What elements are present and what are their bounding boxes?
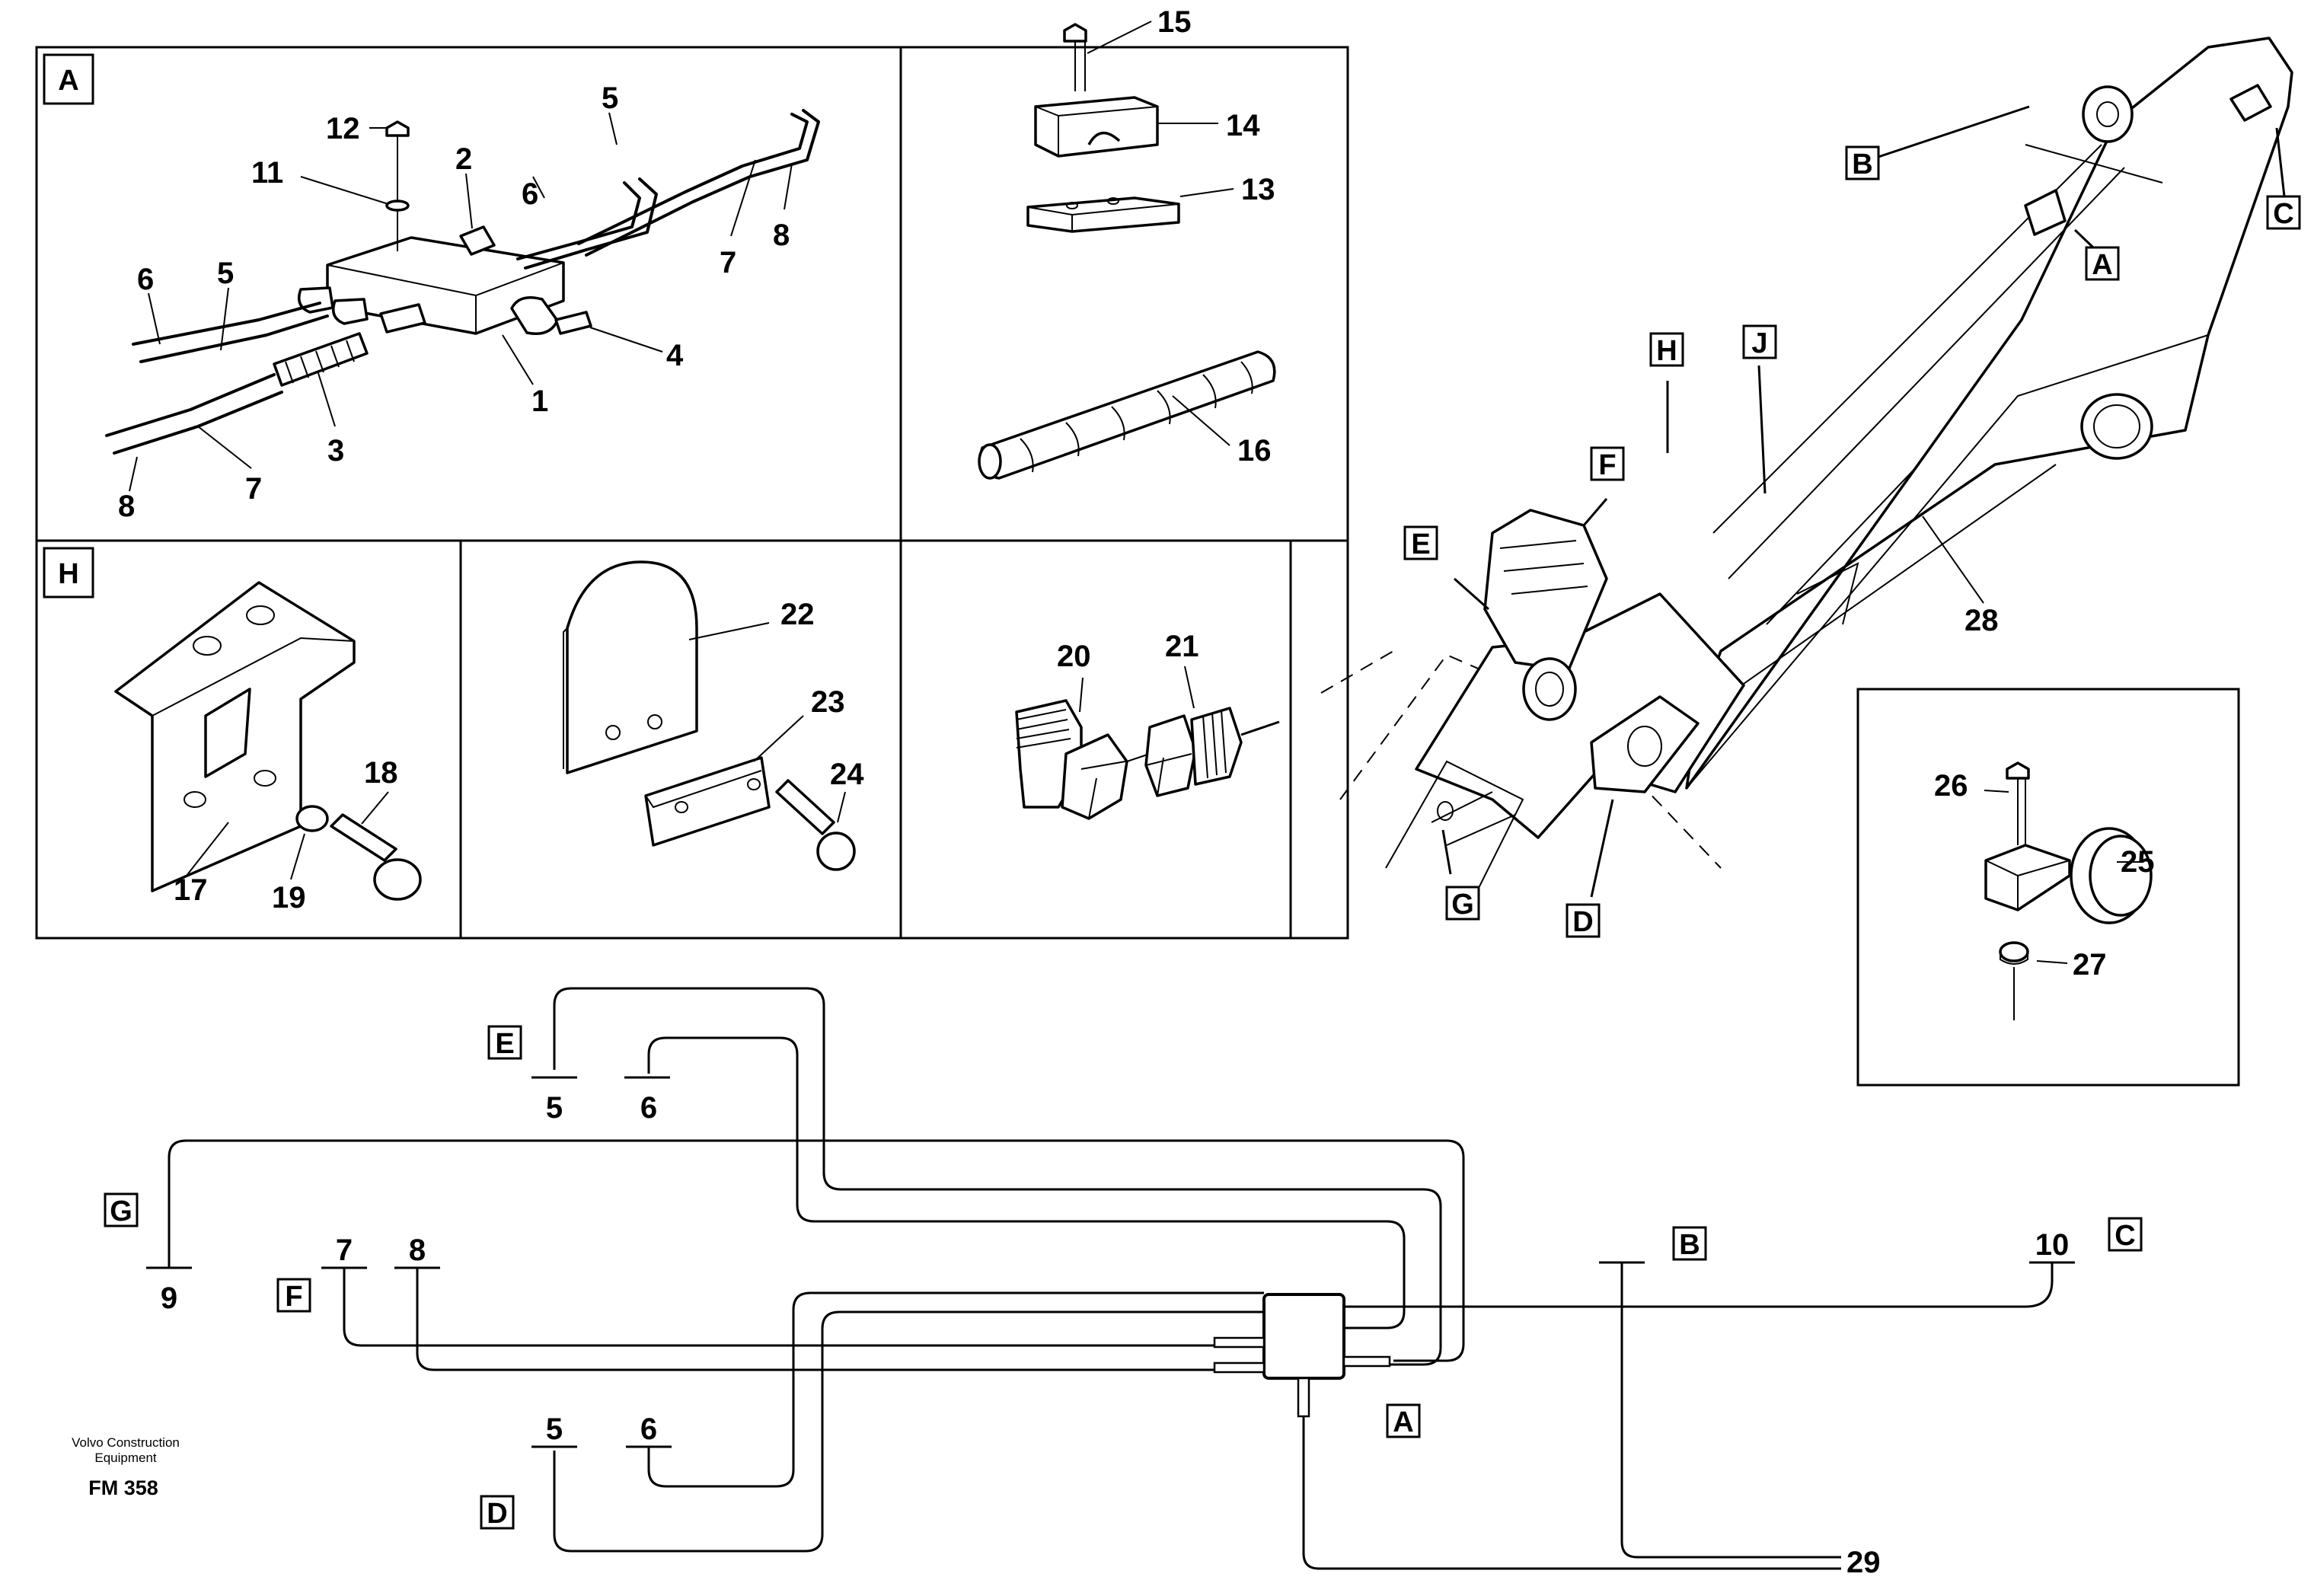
schematic-marker-d: D [487,1498,507,1530]
hose-label-29: 29 [1846,1546,1881,1579]
part-label-26: 26 [1934,769,1968,803]
panel-plate-leaders [688,622,846,823]
boom-marker-c: C [2273,198,2293,230]
panel-a-labels: 12 5 2 11 6 7 8 6 5 4 1 3 7 8 [118,81,790,523]
part-label-14: 14 [1226,109,1260,142]
schematic-marker-c: C [2115,1220,2135,1252]
panel-bracket-labels: 26 25 27 [1934,769,2155,982]
hose-schematic [146,987,2075,1570]
boom-marker-b: B [1852,148,1872,180]
panel-a-valve-block: A [43,53,820,455]
brand-line-2: Equipment [94,1451,157,1465]
panel-h-bracket: H [43,547,422,901]
part-label-21: 21 [1165,630,1199,663]
part-label-23: 23 [811,685,845,719]
panel-fitting-leaders [1079,666,1195,713]
schematic-marker-f: F [285,1281,302,1313]
schematic-marker-b: B [1679,1229,1700,1261]
part-label-6: 6 [522,177,538,211]
boom-marker-a: A [2092,249,2112,281]
part-label-15: 15 [1157,5,1192,39]
panel-h-tag: H [58,558,78,590]
part-label-11: 11 [251,156,283,190]
panel-a-leaders [129,112,793,492]
hose-label-10: 10 [2035,1228,2070,1262]
brand-line-1: Volvo Construction [72,1435,180,1450]
part-label-12: 12 [326,112,360,145]
panel-h-leaders [186,791,389,880]
panel-bracket [1984,761,2153,1020]
footer-brand: Volvo Construction Equipment FM 358 [72,1435,180,1499]
schematic-marker-g: G [110,1195,132,1227]
part-label-17: 17 [174,873,208,907]
part-label-25: 25 [2121,845,2155,879]
panel-h-tag-box [43,547,94,598]
schematic-marker-e: E [495,1028,514,1060]
part-label-19: 19 [272,881,306,915]
part-label-8: 8 [773,219,790,252]
part-label-7: 7 [245,472,262,506]
hose-label-5: 5 [546,1412,563,1446]
boom-marker-f: F [1598,449,1616,481]
panel-clamp-labels: 15 14 13 16 [1157,5,1275,468]
boom-marker-g: G [1451,889,1474,921]
panel-h-labels: 18 17 19 [174,756,398,915]
hose-label-9: 9 [161,1282,177,1315]
boom-marker-d: D [1572,906,1593,938]
hose-label-8: 8 [409,1234,426,1267]
panel-bracket-leaders [1984,790,2140,964]
part-label-3: 3 [327,434,344,468]
part-label-8: 8 [118,490,135,523]
boom-marker-e: E [1411,528,1430,560]
boom-marker-h: H [1656,335,1677,367]
part-label-27: 27 [2073,948,2107,982]
part-label-16: 16 [1237,434,1272,468]
panel-a-tag-box [43,53,94,105]
part-label-1: 1 [531,385,548,418]
part-label-5: 5 [217,257,234,290]
hose-label-6: 6 [640,1091,657,1125]
panel-clamp [978,23,1276,480]
hose-label-6: 6 [640,1412,657,1446]
panel-plate [563,560,856,871]
part-label-5: 5 [602,81,618,115]
panel-fitting-labels: 20 21 [1057,630,1199,673]
part-label-22: 22 [780,598,815,631]
boom-marker-j: J [1751,327,1767,359]
part-label-6: 6 [137,263,154,296]
schematic-markers: E G F B C A D [104,1025,2143,1530]
panel-plate-labels: 22 23 24 [780,598,864,791]
part-label-18: 18 [364,756,398,790]
hose-label-7: 7 [336,1234,353,1267]
boom-drawing [1320,37,2293,907]
panel-frames [35,46,2240,1087]
part-label-2: 2 [455,142,472,176]
part-label-28: 28 [1965,604,1999,637]
hose-label-5: 5 [546,1091,563,1125]
part-label-4: 4 [666,339,684,372]
schematic-labels: 5 6 9 7 8 10 5 6 29 [161,1091,2069,1579]
boom-leaders [1441,105,2286,898]
schematic-marker-a: A [1393,1406,1413,1438]
part-label-13: 13 [1241,173,1275,206]
panel-a-tag: A [58,65,78,97]
boom-markers: B A C H J F E G D 28 [1403,145,2301,938]
part-label-20: 20 [1057,640,1091,673]
panel-clamp-leaders [1087,21,1234,446]
part-label-24: 24 [830,758,864,791]
part-label-7: 7 [720,246,736,279]
figure-code: FM 358 [88,1476,158,1499]
panel-fitting [1015,699,1280,820]
